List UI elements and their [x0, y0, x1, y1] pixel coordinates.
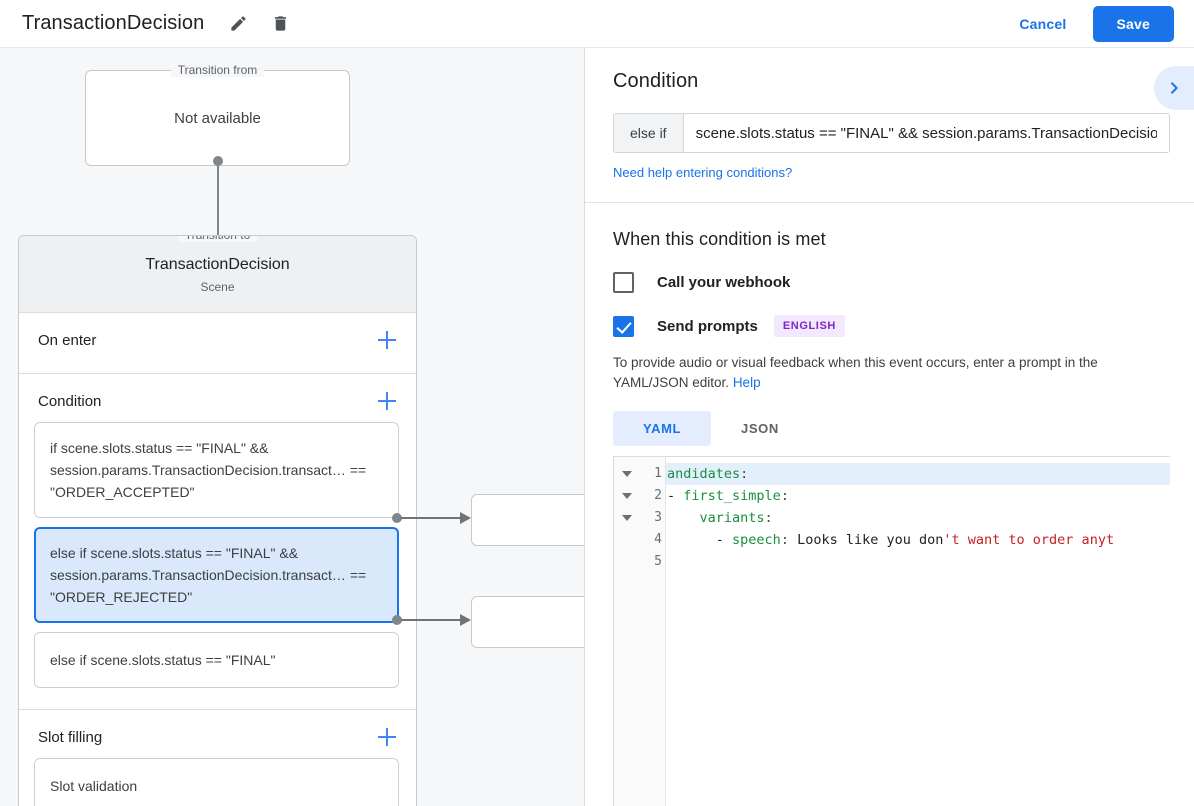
fold-toggle-empty	[614, 551, 640, 573]
prompts-help-link[interactable]: Help	[732, 375, 761, 390]
pencil-icon-svg	[231, 16, 246, 31]
arrow-line	[217, 162, 219, 258]
connector-arrowhead	[460, 614, 471, 626]
target-node-accepted[interactable]	[471, 494, 584, 546]
code-line[interactable]: - first_simple:	[666, 485, 1170, 507]
code-line[interactable]: - speech: Looks like you don't want to o…	[666, 529, 1170, 551]
editor-fold-gutter	[614, 457, 640, 806]
code-token: 't want to order anyt	[943, 532, 1115, 548]
fold-toggle[interactable]	[614, 485, 640, 507]
prompts-helper-text: To provide audio or visual feedback when…	[613, 353, 1170, 393]
cancel-button[interactable]: Cancel	[1007, 7, 1078, 41]
trash-icon[interactable]	[266, 10, 294, 38]
code-token: first_simple	[683, 488, 781, 504]
code-line[interactable]	[666, 551, 1170, 573]
language-badge: ENGLISH	[773, 315, 845, 337]
add-condition-button[interactable]	[376, 390, 398, 412]
call-webhook-label: Call your webhook	[657, 274, 791, 291]
code-token: :	[740, 466, 749, 482]
section-title-condition: Condition	[38, 392, 102, 410]
section-slot-filling: Slot filling Slot validation	[19, 710, 416, 806]
code-token: :	[780, 532, 798, 548]
fold-toggle[interactable]	[614, 507, 640, 529]
line-number: 2	[654, 488, 662, 503]
save-button[interactable]: Save	[1092, 5, 1174, 42]
chevron-down-icon	[622, 471, 632, 477]
detail-top-section: Condition else if Need help entering con…	[585, 48, 1194, 203]
arrow-origin-dot	[213, 156, 223, 166]
scene-type: Scene	[200, 280, 235, 294]
send-prompts-label: Send prompts	[657, 317, 758, 335]
app-header: TransactionDecision Cancel Save	[0, 0, 1194, 48]
condition-item-final[interactable]: else if scene.slots.status == "FINAL"	[34, 632, 399, 688]
scene-graph-panel: Transition from Not available Transition…	[0, 48, 585, 806]
code-token: :	[764, 510, 773, 526]
send-prompts-row: Send prompts ENGLISH	[613, 315, 1170, 337]
chevron-down-icon	[622, 493, 632, 499]
tab-json[interactable]: JSON	[711, 411, 809, 446]
line-number: 4	[654, 532, 662, 547]
code-token	[667, 510, 700, 526]
condition-input-row[interactable]: else if	[613, 113, 1170, 153]
main-body: Transition from Not available Transition…	[0, 48, 1194, 806]
trash-icon-svg	[274, 16, 286, 31]
condition-help-link[interactable]: Need help entering conditions?	[613, 165, 793, 180]
code-token: -	[667, 532, 733, 548]
section-title-slot-filling: Slot filling	[38, 728, 103, 746]
code-token: Looks like you don	[797, 532, 944, 548]
page-title: TransactionDecision	[22, 12, 205, 34]
section-header: On enter	[19, 313, 416, 361]
section-header: Condition	[19, 374, 416, 422]
prompts-helper-sentence: To provide audio or visual feedback when…	[613, 355, 1098, 390]
fold-toggle[interactable]	[614, 463, 640, 485]
webhook-row: Call your webhook	[613, 272, 1170, 293]
slot-validation-item[interactable]: Slot validation	[34, 758, 399, 806]
scene-card: Transition to TransactionDecision Scene …	[18, 235, 417, 806]
code-line[interactable]: variants:	[666, 507, 1170, 529]
transition-from-box: Transition from Not available	[85, 63, 350, 166]
condition-detail-panel: Condition else if Need help entering con…	[585, 48, 1194, 806]
fold-toggle-empty	[614, 529, 640, 551]
section-condition: Condition if scene.slots.status == "FINA…	[19, 374, 416, 710]
chevron-down-icon	[622, 515, 632, 521]
code-token: :	[780, 488, 789, 504]
line-number: 3	[654, 510, 662, 525]
call-webhook-checkbox[interactable]	[613, 272, 634, 293]
send-prompts-checkbox[interactable]	[613, 315, 634, 337]
editor-line-numbers: 1 2 3 4 5	[640, 457, 666, 806]
chevron-right-icon-svg	[1171, 82, 1178, 94]
when-condition-met-title: When this condition is met	[613, 229, 826, 249]
detail-bottom-section: When this condition is met Call your web…	[585, 203, 1194, 806]
condition-expression-input[interactable]	[683, 114, 1169, 152]
transition-to-header: Transition to TransactionDecision Scene	[19, 236, 416, 313]
line-number: 1	[654, 466, 662, 481]
transition-from-legend: Transition from	[170, 63, 265, 77]
transition-to-legend: Transition to	[177, 236, 258, 242]
code-line[interactable]: andidates:	[666, 463, 1170, 485]
section-header: Slot filling	[19, 710, 416, 758]
condition-prefix-label: else if	[614, 114, 684, 152]
chevron-right-icon[interactable]	[1154, 66, 1194, 110]
add-on-enter-button[interactable]	[376, 329, 398, 351]
tab-yaml[interactable]: YAML	[613, 411, 712, 446]
code-token: variants	[699, 510, 765, 526]
target-node-rejected[interactable]	[471, 596, 584, 648]
code-token: speech	[732, 532, 781, 548]
transition-from-value: Not available	[174, 109, 261, 127]
pencil-icon[interactable]	[224, 10, 252, 38]
detail-title: Condition	[613, 70, 699, 92]
line-number: 5	[654, 554, 662, 569]
section-title-on-enter: On enter	[38, 331, 97, 349]
section-on-enter: On enter	[19, 313, 416, 374]
add-slot-filling-button[interactable]	[376, 726, 398, 748]
code-token: andidates	[667, 466, 741, 482]
editor-code-area[interactable]: andidates:- first_simple: variants: - sp…	[666, 457, 1170, 806]
condition-item-accepted[interactable]: if scene.slots.status == "FINAL" && sess…	[34, 422, 399, 518]
code-token: -	[667, 488, 684, 504]
editor-format-tabs: YAML JSON	[613, 411, 1170, 446]
scene-name: TransactionDecision	[145, 256, 290, 273]
connector-arrowhead	[460, 512, 471, 524]
code-editor[interactable]: 1 2 3 4 5 andidates:- first_simple: vari…	[613, 456, 1170, 806]
condition-item-rejected[interactable]: else if scene.slots.status == "FINAL" &&…	[34, 527, 399, 623]
